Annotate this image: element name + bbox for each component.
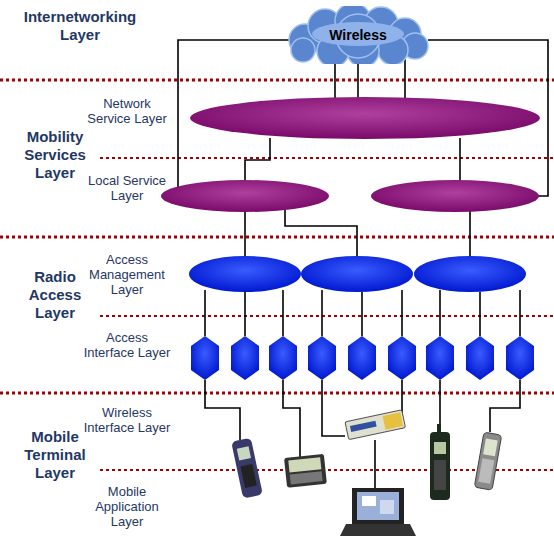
access-interface-hexagon [269, 336, 297, 380]
access-interface-hexagon [388, 336, 416, 380]
access-interface-hexagon [231, 336, 259, 380]
sublayer-label: Mobile Application Layer [82, 484, 172, 529]
sublayer-label: Network Service Layer [82, 96, 172, 126]
layer-label: Internetworking Layer [4, 8, 156, 44]
access-interface-hexagon [466, 336, 494, 380]
sublayer-label: Local Service Layer [82, 173, 172, 203]
access-interface-hexagon [308, 336, 336, 380]
sublayer-label: Access Management Layer [82, 252, 172, 297]
wireless-cloud: Wireless [283, 6, 433, 64]
layer-label: Mobility Services Layer [12, 128, 98, 182]
layer-label: Radio Access Layer [12, 268, 98, 322]
access-interface-hexagon [348, 336, 376, 380]
sublayer-label: Wireless Interface Layer [82, 405, 172, 435]
sublayer-label: Access Interface Layer [82, 330, 172, 360]
layer-label: Mobile Terminal Layer [12, 428, 98, 482]
access-interface-hexagon [426, 336, 454, 380]
access-interface-hexagon [191, 336, 219, 380]
access-interface-hexagon [506, 336, 534, 380]
cloud-label: Wireless [329, 27, 386, 43]
